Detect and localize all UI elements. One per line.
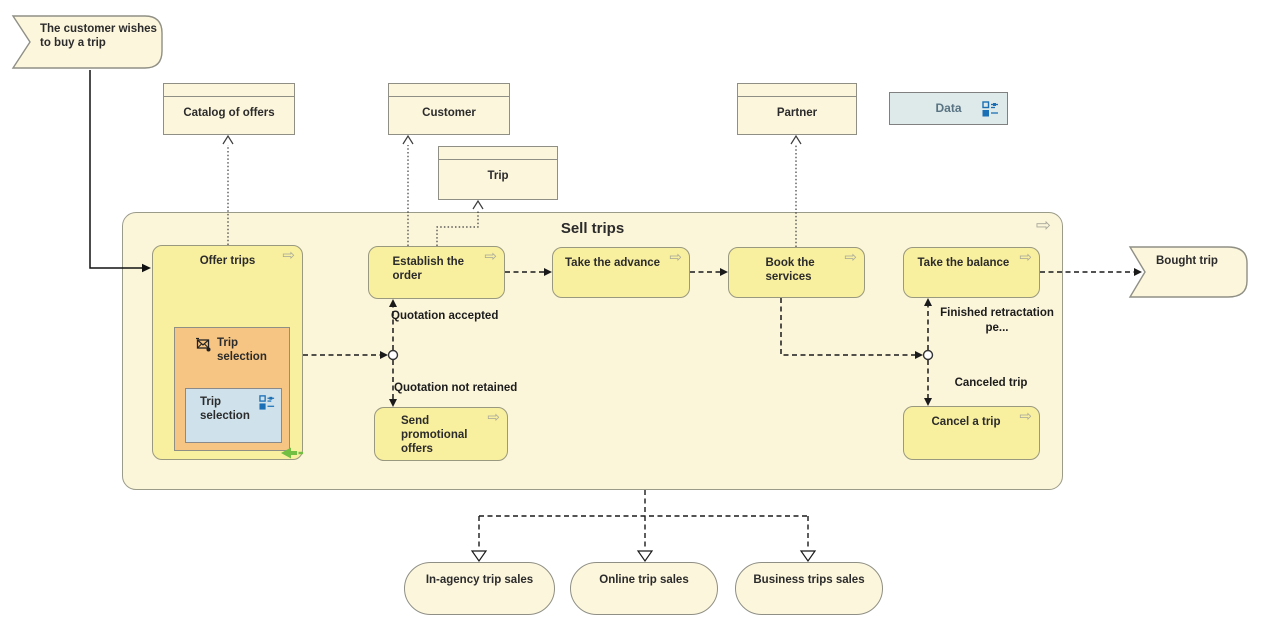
realization-arrowheads — [470, 550, 817, 563]
edge-label-finished-retractation: Finished retractation pe... — [940, 307, 1054, 334]
process-establish-the-order[interactable]: ⇨ Establish the order — [368, 246, 505, 299]
object-label: Customer — [422, 107, 476, 119]
process-label: Establish the order — [392, 256, 465, 283]
green-return-arrow-icon — [281, 447, 303, 459]
object-label: Catalog of offers — [183, 107, 275, 119]
variant-label: In-agency trip sales — [425, 574, 534, 586]
start-event-label: The customer wishes to buy a trip — [40, 23, 157, 50]
process-take-the-balance[interactable]: ⇨ Take the balance — [903, 247, 1040, 298]
object-partner[interactable]: Partner — [737, 83, 857, 135]
data-icon — [259, 395, 275, 410]
process-label: Take the balance — [917, 257, 1010, 269]
subprocess-label: Trip selection — [217, 337, 267, 364]
object-header — [164, 84, 294, 97]
variant-label: Business trips sales — [753, 574, 865, 586]
process-arrow-icon: ⇨ — [1019, 249, 1032, 266]
subprocess-trip-selection-data[interactable]: Trip selection — [185, 388, 282, 443]
object-customer[interactable]: Customer — [388, 83, 510, 135]
process-label: Book the services — [765, 257, 815, 284]
message-icon — [196, 337, 211, 352]
object-header — [439, 147, 557, 160]
variant-business-trips-sales[interactable]: Business trips sales — [735, 562, 883, 615]
process-send-promotional-offers[interactable]: ⇨ Send promotional offers — [374, 407, 508, 461]
end-event-shape — [1128, 246, 1248, 298]
process-arrow-icon: ⇨ — [844, 249, 857, 266]
end-event-label: Bought trip — [1156, 255, 1218, 267]
process-arrow-icon: ⇨ — [1019, 408, 1032, 425]
process-book-the-services[interactable]: ⇨ Book the services — [728, 247, 865, 298]
process-arrow-icon: ⇨ — [282, 247, 295, 264]
start-event[interactable]: The customer wishes to buy a trip — [11, 12, 165, 72]
object-header — [389, 84, 509, 97]
subprocess-label: Trip selection — [200, 396, 250, 423]
process-label: Cancel a trip — [931, 416, 1001, 428]
process-arrow-icon: ⇨ — [484, 248, 497, 265]
data-icon — [982, 101, 998, 117]
object-trip[interactable]: Trip — [438, 146, 558, 200]
variant-label: Online trip sales — [599, 574, 689, 586]
subprocess-trip-selection-dialog[interactable]: Trip selection Trip selection — [174, 327, 290, 451]
end-event[interactable]: Bought trip — [1128, 244, 1250, 300]
edge-label-quotation-not-retained: Quotation not retained — [394, 382, 518, 394]
object-header — [738, 84, 856, 97]
process-arrow-icon: ⇨ — [487, 409, 500, 426]
object-catalog-of-offers[interactable]: Catalog of offers — [163, 83, 295, 135]
edge-label-canceled-trip: Canceled trip — [954, 377, 1028, 389]
container-title: Sell trips — [560, 220, 625, 237]
object-label: Data — [935, 101, 962, 115]
process-label: Send promotional offers — [401, 415, 468, 456]
process-label: Offer trips — [199, 255, 256, 267]
process-cancel-a-trip[interactable]: ⇨ Cancel a trip — [903, 406, 1040, 460]
realization-links — [478, 490, 809, 550]
edge-label-quotation-accepted: Quotation accepted — [391, 310, 499, 322]
object-label: Trip — [487, 170, 509, 182]
variant-online-trip-sales[interactable]: Online trip sales — [570, 562, 718, 615]
process-arrow-icon: ⇨ — [1035, 215, 1051, 235]
process-label: Take the advance — [565, 257, 661, 269]
start-event-shape — [11, 15, 163, 69]
object-data[interactable]: Data — [889, 92, 1008, 125]
object-label: Partner — [776, 107, 818, 119]
variant-in-agency-trip-sales[interactable]: In-agency trip sales — [404, 562, 555, 615]
process-arrow-icon: ⇨ — [669, 249, 682, 266]
process-offer-trips[interactable]: ⇨ Offer trips Trip selection Trip select… — [152, 245, 303, 460]
process-take-the-advance[interactable]: ⇨ Take the advance — [552, 247, 690, 298]
